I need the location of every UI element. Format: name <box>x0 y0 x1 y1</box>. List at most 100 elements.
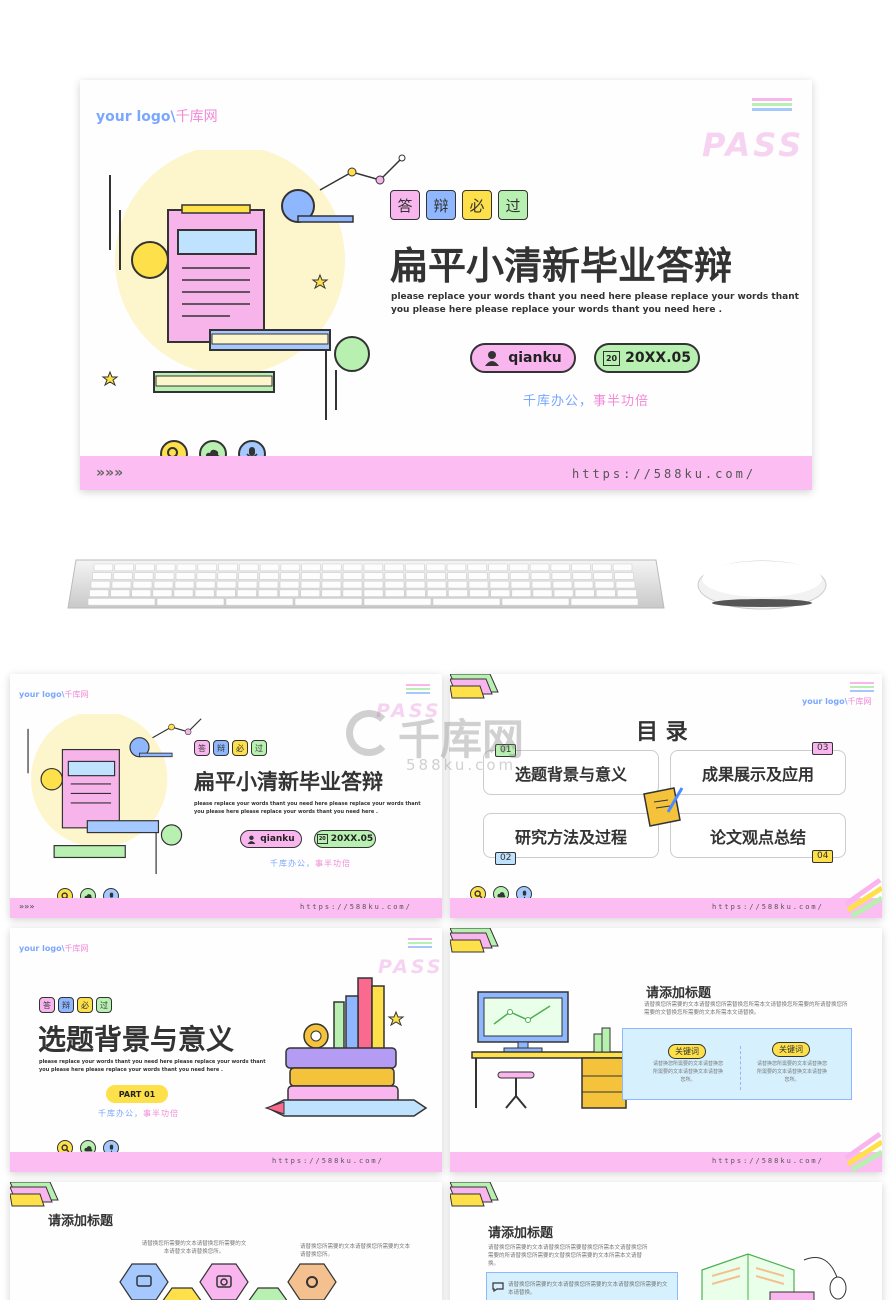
content-slide-desk[interactable]: 请添加标题 请替换您所需要的文本请替换您所需替换您所需本文请替换您所需要的所请替… <box>450 928 882 1172</box>
keyboard-key <box>258 580 279 589</box>
keyboard-key <box>239 563 259 572</box>
keyboard-key <box>238 572 258 580</box>
keyboard-key <box>426 563 446 572</box>
toc-num-1: 01 <box>495 744 517 757</box>
logo: your logo\千库网 <box>96 109 218 125</box>
thumb-stripes <box>406 684 430 696</box>
keyboard-image <box>67 559 665 609</box>
keyboard-key <box>110 589 131 597</box>
keyboard-key <box>132 580 153 589</box>
keyboard-key <box>215 589 236 597</box>
thumb-illustration <box>27 714 202 875</box>
keyboard-key <box>322 563 342 572</box>
keyboard-key <box>301 572 321 580</box>
part-mic-icon <box>109 1144 113 1152</box>
keyboard-key <box>510 580 531 589</box>
thumb-date-pill: 20 20XX.05 <box>314 830 376 848</box>
keyboard-key <box>217 572 237 580</box>
toc-item-2[interactable]: 研究方法及过程 <box>483 813 659 858</box>
keyboard-key <box>595 589 616 597</box>
mouse-image <box>697 560 827 610</box>
book-text-box <box>486 1272 678 1300</box>
books-corner-top <box>450 674 499 699</box>
keyboard-key <box>592 563 612 572</box>
keyword-text-1: 请替换您所需要的文本请替换您所需要的文本请替换文本请替换您所。 <box>652 1061 723 1083</box>
content-slide-hex[interactable]: 请添加标题 请替换您所需要的文本请替换您所需要的文本请替文本请替换您所。 请替换… <box>10 1182 442 1300</box>
keyboard-key <box>432 598 501 606</box>
keyboard-key <box>488 563 508 572</box>
keyboard-key <box>384 580 405 589</box>
keyboard-key <box>447 580 468 589</box>
author-pill: qianku <box>470 343 576 373</box>
hex-text-a: 请替换您所需要的文本请替换您所需要的文本请替文本请替换您所。 <box>141 1241 247 1255</box>
book-box-text: 请替换您所需要的文本请替换您所需要的文本请替换您所需要的文本请替换。 <box>508 1282 668 1296</box>
keyboard-key <box>301 563 321 572</box>
toc-item-3[interactable]: 成果展示及应用 <box>670 750 846 795</box>
hex-heading: 请添加标题 <box>48 1214 114 1229</box>
keyboard-key <box>135 563 155 572</box>
part-tag-bian: 辩 <box>58 997 74 1013</box>
thumb-subtitle-2: you please here please replace your word… <box>194 809 378 815</box>
toc-item-1[interactable]: 选题背景与意义 <box>483 750 659 795</box>
keyboard-key <box>405 563 425 572</box>
cover-subtitle-1: please replace your words thant you need… <box>391 292 799 302</box>
part-label-pill: PART 01 <box>106 1085 168 1103</box>
pass-watermark: PASS <box>702 126 805 164</box>
keyboard-key <box>113 572 133 580</box>
keyboard-key <box>615 580 636 589</box>
keyboard-key <box>384 589 405 597</box>
keyboard-key <box>469 589 489 597</box>
user-icon <box>485 351 500 366</box>
keyboard-key <box>551 572 572 580</box>
keyboard-key <box>237 580 258 589</box>
keyboard-key <box>553 589 574 597</box>
keyboard-key <box>530 572 551 580</box>
keyboard-key <box>511 589 532 597</box>
thumb-footer-url[interactable]: https://588ku.com/ <box>300 903 412 911</box>
keyboard-key <box>87 598 156 606</box>
thumb-user-icon <box>247 835 256 844</box>
keyboard-key <box>114 563 134 572</box>
content-slide-book[interactable]: 请添加标题 请替换您所需要的文本请替换您所需要替换您所需本文请替换您所需要的所请… <box>450 1182 882 1300</box>
keyboard-key <box>111 580 132 589</box>
desk-footer-url[interactable]: https://588ku.com/ <box>712 1157 824 1165</box>
thumb-title: 扁平小清新毕业答辩 <box>194 770 383 794</box>
keyword-text-2: 请替换您所需要的文本请替换您所需要的文本请替换文本请替换您所。 <box>756 1061 827 1083</box>
desk-books-corner <box>450 928 499 953</box>
part-stripes <box>408 938 432 950</box>
keyboard-key <box>426 580 447 589</box>
part-slide[interactable]: your logo\千库网 PASS 答 辩 必 过 选题背景与意义 pleas… <box>10 928 442 1172</box>
keyboard-key <box>152 589 173 597</box>
toc-footer-bar <box>450 898 882 918</box>
footer-bar <box>80 456 812 490</box>
keyboard-key <box>363 589 384 597</box>
keyboard-key <box>446 563 467 572</box>
footer-url[interactable]: https://588ku.com/ <box>572 467 757 481</box>
keyboard-key <box>612 563 633 572</box>
keyboard-key <box>342 580 363 589</box>
keyboard-key <box>448 589 468 597</box>
keyboard-key <box>225 598 294 606</box>
toc-footer-url[interactable]: https://588ku.com/ <box>712 903 824 911</box>
watermark-sub: 588ku.com <box>406 756 517 774</box>
toc-slide[interactable]: your logo\千库网 目 录 选题背景与意义 01 成果展示及应用 03 … <box>450 674 882 918</box>
keyboard-key <box>321 589 342 597</box>
keyboard-key <box>574 589 595 597</box>
part-footer-url[interactable]: https://588ku.com/ <box>272 1157 384 1165</box>
part-subtitle-1: please replace your words thant you need… <box>39 1059 266 1065</box>
thumb-cloud-icon <box>83 893 92 899</box>
tag-group: 答 辩 必 过 <box>390 190 528 220</box>
watermark-logo-icon <box>346 710 392 756</box>
keyboard-key <box>489 572 509 580</box>
cover-title: 扁平小清新毕业答辩 <box>390 244 733 288</box>
cover-slide-large: your logo\千库网 PASS 答 辩 <box>80 80 812 490</box>
keyboard-key <box>571 563 591 572</box>
keyboard-key <box>531 580 552 589</box>
thumb-calendar-icon: 20 <box>316 834 328 844</box>
tag-bi: 必 <box>462 190 492 220</box>
keyword-badge-2: 关键词 <box>772 1042 810 1057</box>
keyboard-key <box>154 572 175 580</box>
hex-text-b: 请替换您所需要的文本请替换您所需要的文本请替换您所。 <box>300 1244 411 1258</box>
desk-body: 请替换您所需要的文本请替换您所需替换您所需本文请替换您所需要的所请替换您所需要的… <box>644 1002 848 1016</box>
keyboard-key <box>593 572 613 580</box>
